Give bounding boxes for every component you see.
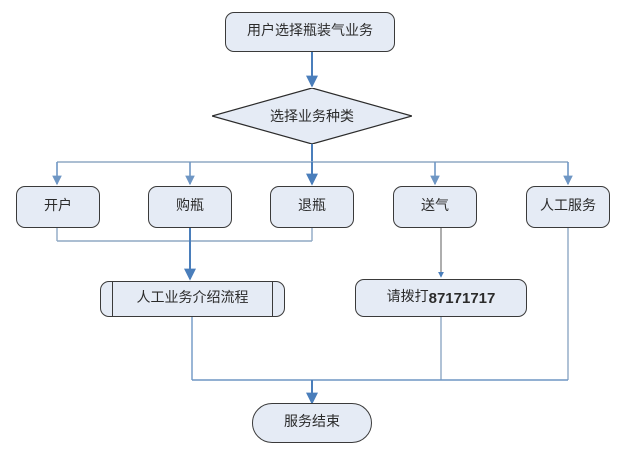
- node-option-tuiping[interactable]: 退瓶: [270, 186, 354, 228]
- node-start-label: 用户选择瓶装气业务: [247, 24, 373, 39]
- node-option-kaihu-label: 开户: [44, 199, 72, 214]
- node-end-label: 服务结束: [284, 415, 340, 430]
- node-end[interactable]: 服务结束: [252, 403, 372, 443]
- diamond-shape: [212, 88, 412, 144]
- node-decision-label: 选择业务种类: [270, 110, 354, 125]
- node-call-phone-prefix: 请拨打: [386, 290, 429, 305]
- predefined-process-right-bar: [272, 282, 273, 316]
- node-predefined-process[interactable]: 人工业务介绍流程: [100, 281, 285, 317]
- node-start[interactable]: 用户选择瓶装气业务: [225, 12, 395, 52]
- node-option-goupin-label: 购瓶: [176, 199, 204, 214]
- node-option-kaihu[interactable]: 开户: [16, 186, 100, 228]
- node-call-phone-number: 87171717: [428, 289, 496, 307]
- node-option-tuiping-label: 退瓶: [298, 199, 326, 214]
- node-option-songqi-label: 送气: [421, 199, 449, 214]
- node-predefined-process-label: 人工业务介绍流程: [136, 291, 249, 306]
- node-option-songqi[interactable]: 送气: [393, 186, 477, 228]
- node-option-rengong-fuwu[interactable]: 人工服务: [526, 186, 610, 228]
- node-option-rengong-fuwu-label: 人工服务: [540, 199, 596, 214]
- predefined-process-left-bar: [112, 282, 113, 316]
- node-option-goupin[interactable]: 购瓶: [148, 186, 232, 228]
- node-decision[interactable]: 选择业务种类: [212, 88, 412, 144]
